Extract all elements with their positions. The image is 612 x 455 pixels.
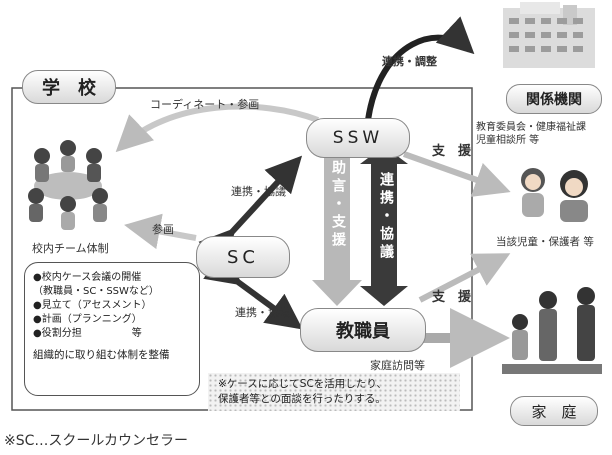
child-guardian-label: 当該児童・保護者 等 [496,236,594,248]
label-home-visit: 家庭訪問等 [370,359,425,372]
label-sanka: 参画 [152,223,174,236]
team-item-2: （教職員・SC・SSWなど） [33,286,159,297]
label-cooperate-adjust: 連携・調整 [382,55,437,68]
support-arrow-2 [418,253,511,303]
note-line-2: 保護者等との面談を行ったりする。 [218,393,386,405]
note-box: ※ケースに応じてSCを活用したり、 保護者等との面談を行ったりする。 [208,373,460,411]
building-icon [503,2,595,68]
ssw-node-text: SSW [332,128,384,148]
support-arrow-1 [402,151,511,197]
staff-node-text: 教職員 [336,321,390,342]
label-renkei-vertical: 連携・協議 [378,172,394,262]
team-illustration [28,140,108,230]
footnote: ※SC…スクールカウンセラー [4,433,188,449]
team-item-3: ●見立て（アセスメント） [33,300,152,311]
team-item-4: ●計画（プランニング） [33,314,142,325]
sc-node-text: SC [227,246,259,268]
label-support-1: 支 援 [432,144,472,159]
sc-staff-arrow [203,249,303,330]
team-label: 校内チーム体制 [32,242,109,255]
note-line-1: ※ケースに応じてSCを活用したり、 [218,378,387,390]
ssw-node: SSW [306,118,410,158]
school-label: 学 校 [22,70,116,104]
label-renkei-kyogi-top: 連携・協議 [231,185,286,198]
sc-ssw-arrow [198,155,303,267]
coordinate-arrow [115,103,320,153]
school-label-text: 学 校 [42,78,96,99]
cooperate-arrow [365,16,475,121]
agencies-desc-2: 児童相談所 等 [476,135,540,146]
team-item-1: ●校内ケース会議の開催 [33,272,142,283]
family-illustration [502,287,602,374]
sc-node: SC [196,236,290,278]
jogen-arrow [312,142,362,306]
label-coordinate: コーディネート・参画 [150,98,260,111]
label-advice-support: 助言・支援 [330,160,346,250]
label-support-2: 支 援 [432,290,472,305]
renkei-arrow [360,146,408,306]
child-parent-illustration [521,168,588,222]
staff-node: 教職員 [300,308,426,352]
agencies-label: 関係機関 [506,84,602,114]
label-renkei-kyogi-bottom: 連携・協議 [235,306,290,319]
agencies-desc-1: 教育委員会・健康福祉課 [476,122,586,133]
sanka-arrow [124,213,197,250]
team-item-5: ●役割分担 等 [33,328,142,339]
team-footer: 組織的に取り組む体制を整備 [33,349,170,361]
home-label: 家 庭 [510,396,598,426]
team-activities-box: ●校内ケース会議の開催 （教職員・SC・SSWなど） ●見立て（アセスメント） … [24,262,200,396]
agencies-label-text: 関係機関 [526,92,582,108]
home-label-text: 家 庭 [531,402,577,421]
